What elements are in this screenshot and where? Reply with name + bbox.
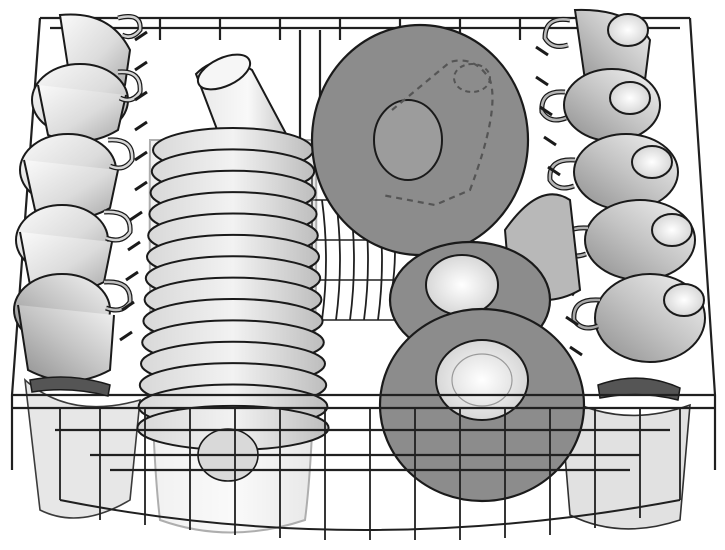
cup — [571, 273, 706, 363]
right-cup-clip — [597, 377, 681, 401]
cup — [542, 8, 652, 89]
left-cups — [13, 13, 148, 519]
left-lower-cup-shadow — [23, 378, 141, 519]
dashed-cup-rim — [453, 63, 491, 93]
cup — [31, 63, 143, 143]
cup — [559, 199, 696, 281]
left-cup-prongs — [119, 30, 148, 342]
front-verticals — [59, 408, 681, 540]
saucer-bottom — [378, 307, 586, 503]
dashed-cup-outline — [381, 59, 494, 207]
cup — [19, 133, 135, 220]
plate-stack — [136, 127, 330, 534]
right-cups — [535, 8, 706, 530]
large-plate — [310, 23, 530, 257]
cup — [539, 68, 661, 142]
cup — [13, 273, 133, 382]
front-rails — [12, 376, 715, 540]
right-lower-cup — [559, 393, 691, 530]
left-clip — [29, 376, 111, 397]
front-bottom — [59, 499, 681, 531]
